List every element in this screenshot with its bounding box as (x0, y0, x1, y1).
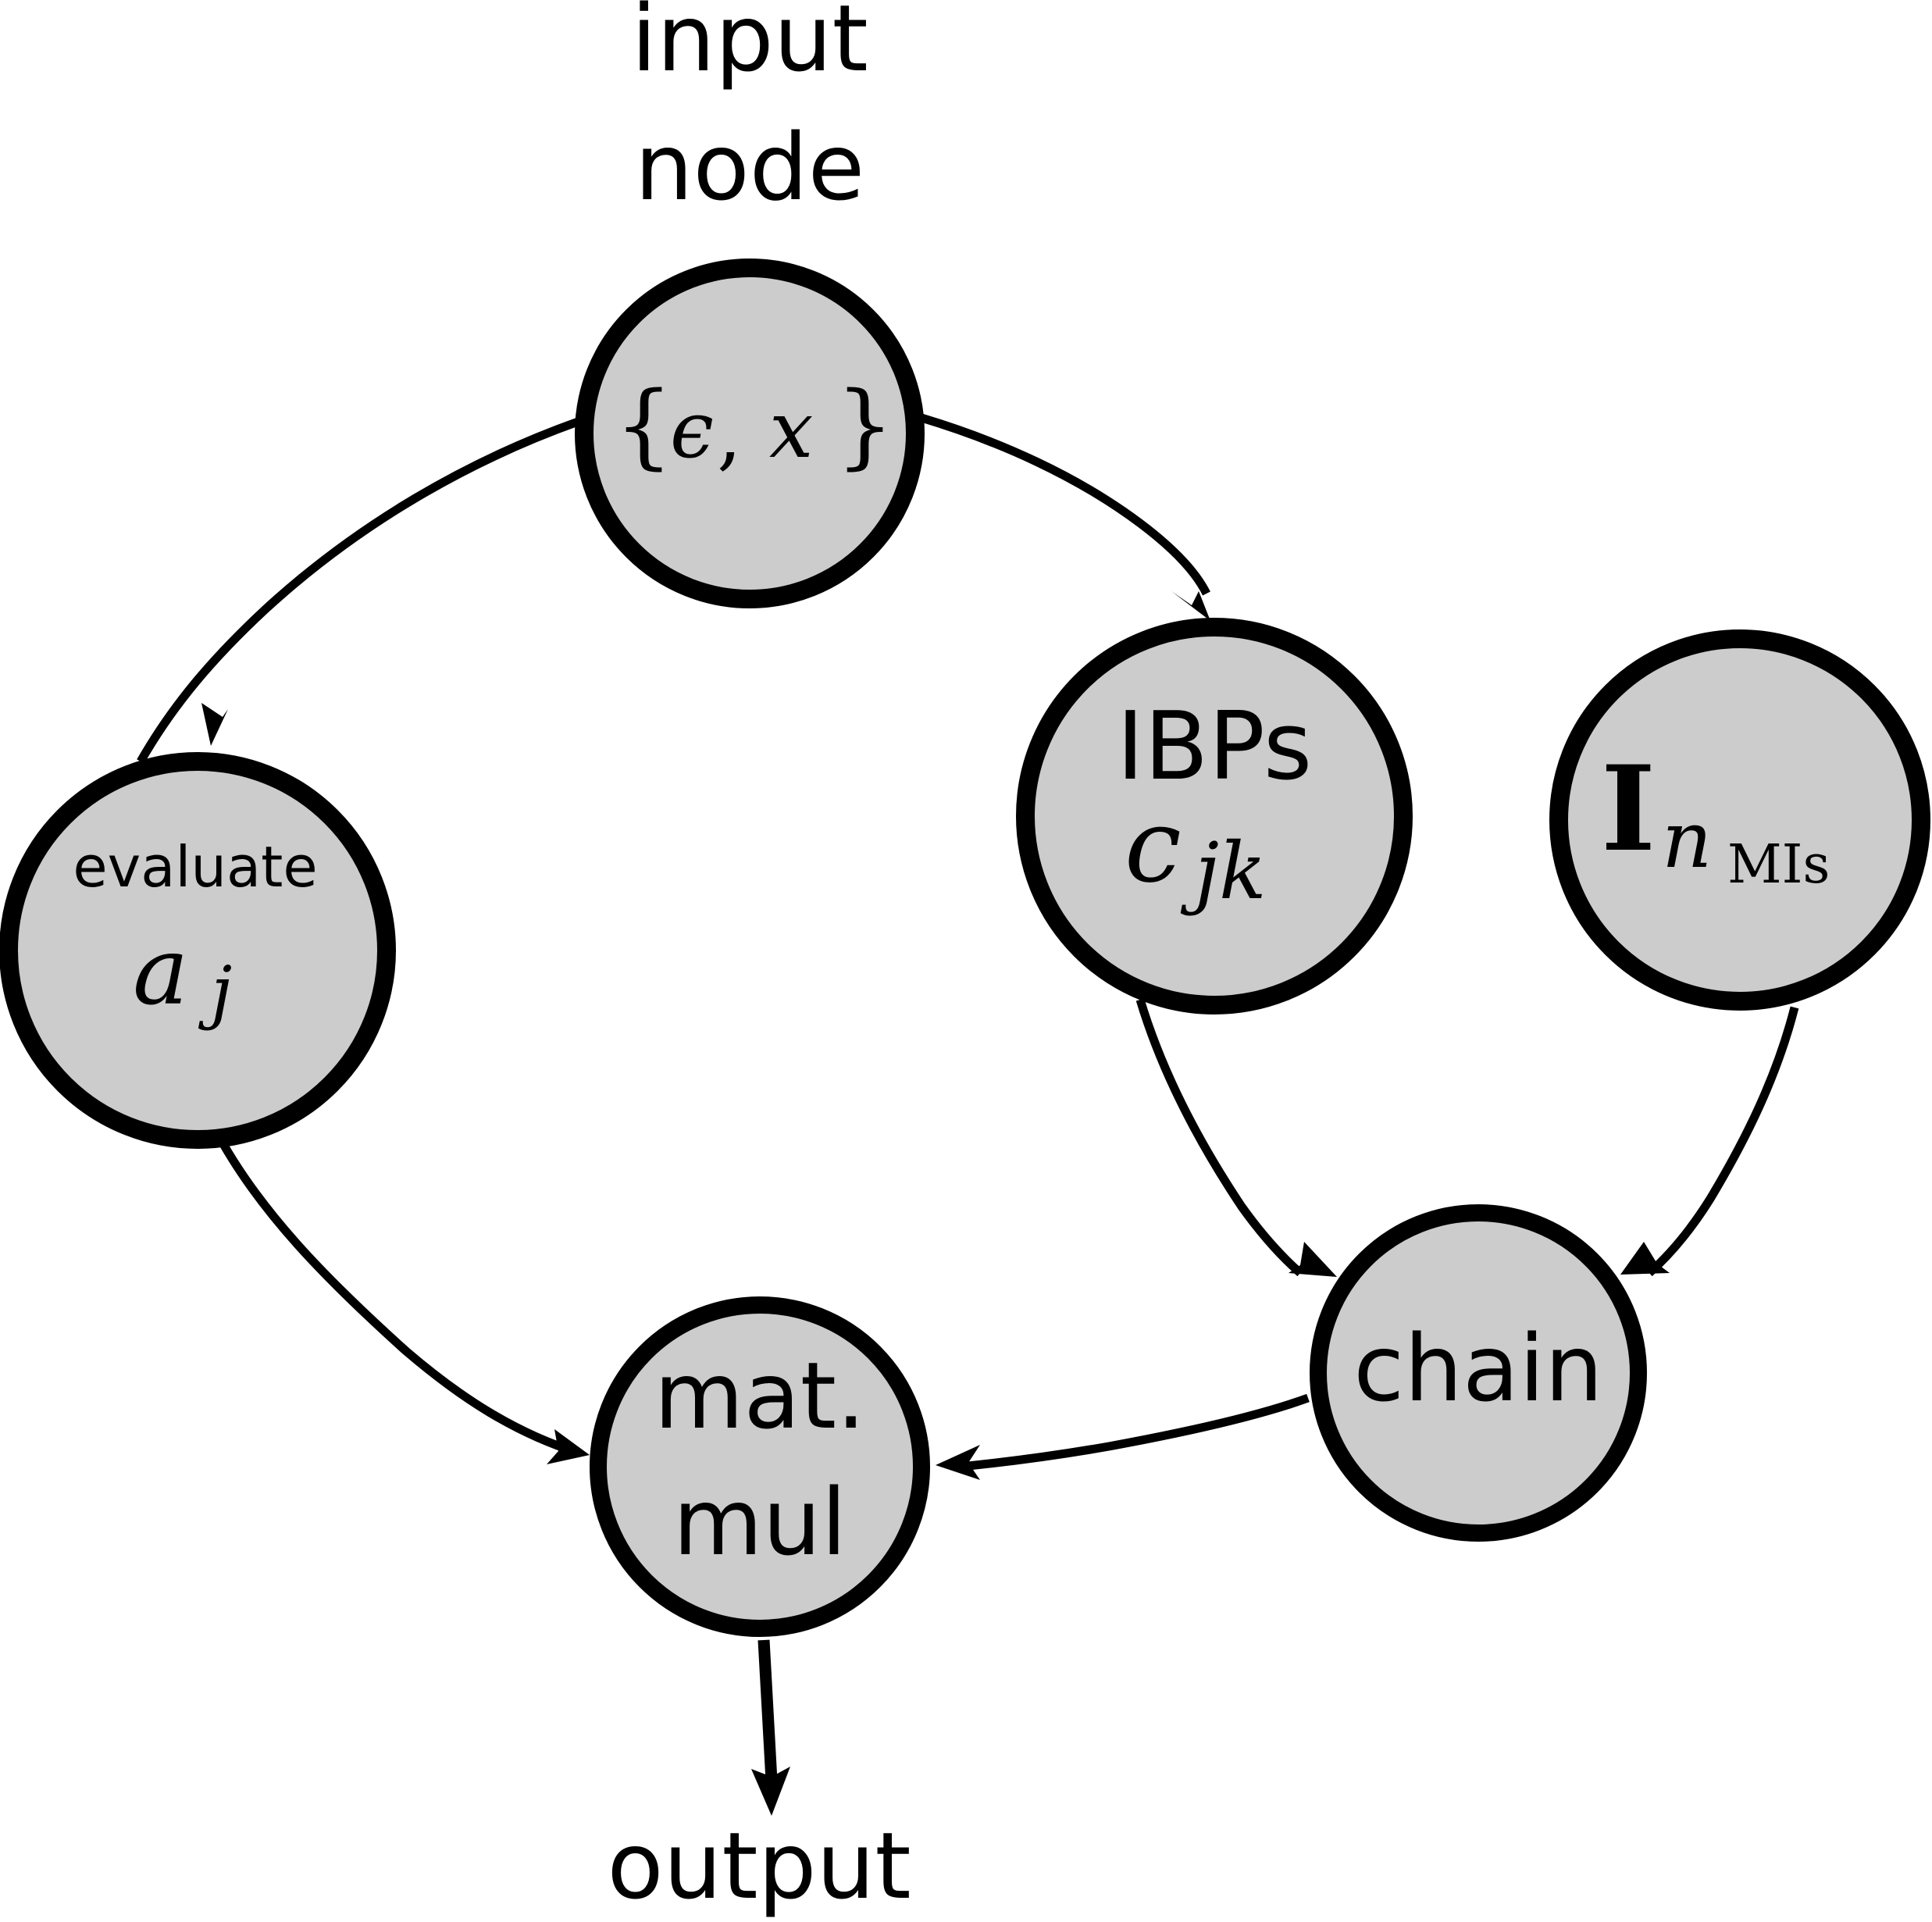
matmul-label-line2: mul (673, 1468, 847, 1576)
jk-subscript: jk (1180, 825, 1267, 917)
a-symbol: a (133, 918, 189, 1026)
node-chain-circle (1310, 1204, 1647, 1542)
brace-open: { (615, 371, 673, 479)
node-input[interactable]: { ϵ , x } (575, 259, 925, 608)
n-subscript: n (1662, 794, 1712, 886)
identity-symbol: I (1601, 740, 1656, 878)
arrowhead-chain-left (1289, 1242, 1337, 1277)
input-label-line2: node (635, 113, 864, 221)
edge-chain-to-matmul (960, 1393, 1310, 1471)
edge-input-to-ibps (920, 413, 1210, 596)
arrowhead-matmul-left (547, 1429, 590, 1464)
output-label: output (607, 1812, 911, 1920)
matmul-label-line1: mat. (654, 1342, 865, 1450)
node-chain[interactable]: chain (1310, 1204, 1647, 1542)
node-ibps-circle (1016, 618, 1413, 1014)
arrowhead-evaluate (201, 703, 228, 746)
node-evaluate-circle (0, 752, 396, 1149)
edges (137, 413, 1799, 1816)
edge-matmul-to-output (757, 1639, 778, 1781)
c-symbol: c (1125, 786, 1182, 905)
edge-identity-to-chain (1646, 1006, 1799, 1277)
mis-subscript: MIs (1727, 834, 1830, 896)
evaluate-label: evaluate (73, 834, 317, 900)
node-matmul-circle (590, 1296, 930, 1637)
node-identity[interactable]: I n MIs (1549, 629, 1930, 1011)
epsilon-symbol: ϵ (670, 384, 714, 476)
arrowhead-ibps (1171, 591, 1210, 621)
edge-input-to-evaluate (137, 417, 579, 764)
input-label-line1: input (631, 0, 868, 92)
node-evaluate[interactable]: evaluate a j (0, 752, 396, 1149)
node-matmul[interactable]: mat. mul (590, 1296, 930, 1637)
edge-ibps-to-chain (1135, 998, 1303, 1277)
node-ibps[interactable]: IBPs c jk (1016, 618, 1413, 1014)
arrowhead-output (751, 1767, 790, 1816)
comma: , (717, 388, 742, 480)
arrowhead-matmul-right (936, 1445, 980, 1480)
brace-close: } (836, 371, 894, 479)
x-variable: x (769, 384, 813, 476)
chain-label: chain (1353, 1314, 1603, 1422)
node-input-circle (575, 259, 925, 608)
ibps-label: IBPs (1117, 693, 1313, 801)
node-identity-circle (1549, 629, 1930, 1011)
edge-evaluate-to-matmul (211, 1126, 579, 1457)
arrowhead-chain-right (1620, 1242, 1670, 1275)
